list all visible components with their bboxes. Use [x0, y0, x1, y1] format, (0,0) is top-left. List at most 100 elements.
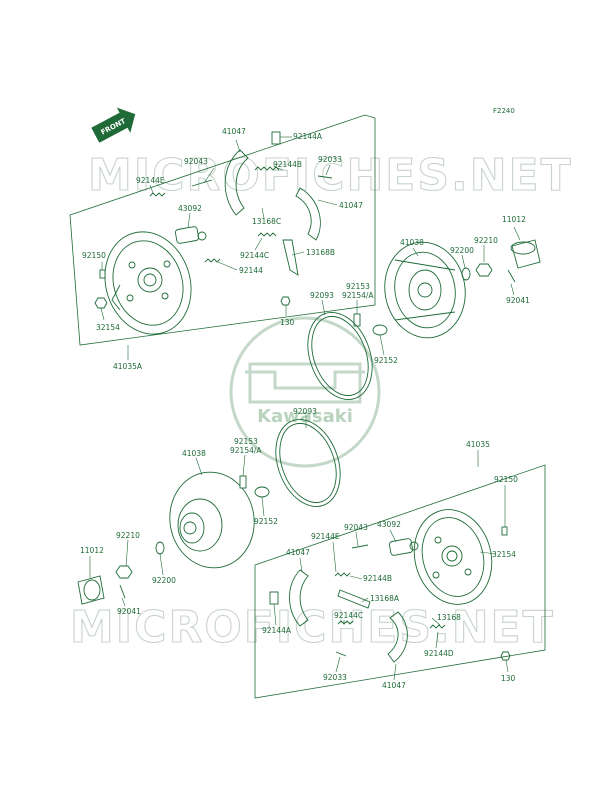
label-top-92144: 92144 [239, 266, 263, 275]
label-top-92153: 92153 [346, 282, 370, 291]
brake-drum-bottom [169, 471, 255, 569]
washer-bottom-92200 [155, 541, 165, 555]
label-bot-92144b: 92144B [363, 574, 392, 583]
frame-top-left [69, 114, 376, 346]
label-bot-92153: 92153 [234, 437, 258, 446]
label-bot-92144e: 92144E [311, 532, 340, 541]
watermark-bottom: MICROFICHES.NET [70, 602, 555, 653]
spring-top-a [149, 192, 166, 197]
kawasaki-logo: Kawasaki [229, 316, 381, 468]
label-bot-41038: 41038 [182, 449, 206, 458]
leader-lines [89, 136, 521, 681]
brake-panel-top [104, 231, 192, 335]
label-bot-92144a: 92144A [262, 626, 292, 635]
label-top-92144e: 92144E [136, 176, 165, 185]
nut-top-130 [280, 296, 291, 306]
nut-bottom-92210 [115, 565, 133, 579]
label-bot-41047-a: 41047 [286, 548, 310, 557]
label-top-43092: 43092 [178, 204, 202, 213]
cotter-pin-top-92041 [507, 269, 516, 283]
nut-bottom-130 [500, 651, 511, 661]
label-top-92150: 92150 [82, 251, 106, 260]
label-bot-41035: 41035 [466, 440, 490, 449]
dust-cap-top [510, 239, 541, 269]
brake-shoe-top-b [295, 187, 321, 241]
pin-top-92043 [191, 179, 213, 187]
washer-top-92200 [461, 267, 471, 281]
label-bot-92210: 92210 [116, 531, 140, 540]
figure-code: F2240 [493, 107, 515, 115]
label-bot-92150: 92150 [494, 475, 518, 484]
label-bot-92200: 92200 [152, 576, 176, 585]
washer-bottom-92152 [254, 486, 270, 498]
logo-text: Kawasaki [257, 406, 353, 427]
label-top-92033: 92033 [318, 155, 342, 164]
label-mid-92093: 92093 [293, 407, 317, 416]
watermark-top: MICROFICHES.NET [88, 150, 573, 201]
label-top-130: 130 [280, 318, 295, 327]
brake-drum-top [384, 241, 466, 339]
label-top-32154: 32154 [96, 323, 120, 332]
nut-top-92210 [475, 263, 493, 277]
spring-bottom-a [334, 572, 351, 577]
label-bot-41047-b: 41047 [382, 681, 406, 690]
label-bot-11012: 11012 [80, 546, 104, 555]
label-bot-92144c: 92144C [334, 611, 363, 620]
lever-bottom-13168a [337, 589, 371, 609]
lever-top-13168b [282, 239, 299, 276]
wheel-cylinder-bottom [388, 538, 419, 556]
label-top-92144a: 92144A [293, 132, 323, 141]
label-bot-92144d: 92144D [424, 649, 454, 658]
spring-bottom-b [337, 620, 354, 625]
label-top-92210: 92210 [474, 236, 498, 245]
label-top-41047-a: 41047 [222, 127, 246, 136]
label-top-92043: 92043 [184, 157, 208, 166]
label-top-92152: 92152 [374, 356, 398, 365]
retainer-bottom-92144a [269, 591, 279, 605]
label-bot-92033: 92033 [323, 673, 347, 682]
front-arrow-icon: FRONT [91, 107, 136, 143]
label-top-92154a: 92154/A [342, 291, 374, 300]
cotter-pin-bottom-92041 [119, 584, 126, 599]
dust-cap-bottom [77, 575, 105, 605]
pin-top-92033 [317, 175, 333, 179]
seal-ring-bottom-inner [279, 423, 337, 503]
frame-bottom-right [254, 464, 546, 699]
label-top-13168c: 13168C [252, 217, 281, 226]
brake-shoe-bottom-a [289, 569, 309, 627]
pin-bottom-92033 [335, 651, 347, 657]
spring-top-c [257, 232, 277, 237]
bolt-top-92150 [99, 269, 106, 279]
label-top-41035a: 41035A [113, 362, 143, 371]
washer-top-92152 [372, 324, 388, 336]
label-top-11012: 11012 [502, 215, 526, 224]
seal-ring-top-inner [311, 316, 369, 396]
nut-top-32154 [94, 297, 108, 309]
label-bot-92152: 92152 [254, 517, 278, 526]
brake-panel-bottom [413, 509, 493, 605]
label-top-41038: 41038 [400, 238, 424, 247]
label-bot-92154a: 92154/A [230, 446, 262, 455]
label-top-92144c: 92144C [240, 251, 269, 260]
label-top-92200: 92200 [450, 246, 474, 255]
label-bot-92041: 92041 [117, 607, 141, 616]
brake-shoe-bottom-b [387, 611, 408, 663]
spring-top-d [254, 166, 280, 171]
label-bot-32154: 32154 [492, 550, 516, 559]
retainer-top-92144a [271, 131, 281, 145]
wheel-cylinder-top [174, 226, 207, 244]
spring-bottom-c [429, 624, 446, 629]
spring-top-b [204, 258, 221, 263]
brake-shoe-top-a [224, 149, 249, 216]
label-bot-43092: 43092 [377, 520, 401, 529]
label-bot-13168a: 13168A [370, 594, 400, 603]
label-top-92093: 92093 [310, 291, 334, 300]
label-bot-130: 130 [501, 674, 516, 683]
label-top-13168b: 13168B [306, 248, 335, 257]
bolt-bottom-92150 [501, 526, 508, 536]
part-labels: 41047 92144A 92043 92144B 92033 92144E 4… [80, 127, 530, 690]
label-top-92144b: 92144B [273, 160, 302, 169]
label-bot-92043: 92043 [344, 523, 368, 532]
label-top-41047-b: 41047 [339, 201, 363, 210]
